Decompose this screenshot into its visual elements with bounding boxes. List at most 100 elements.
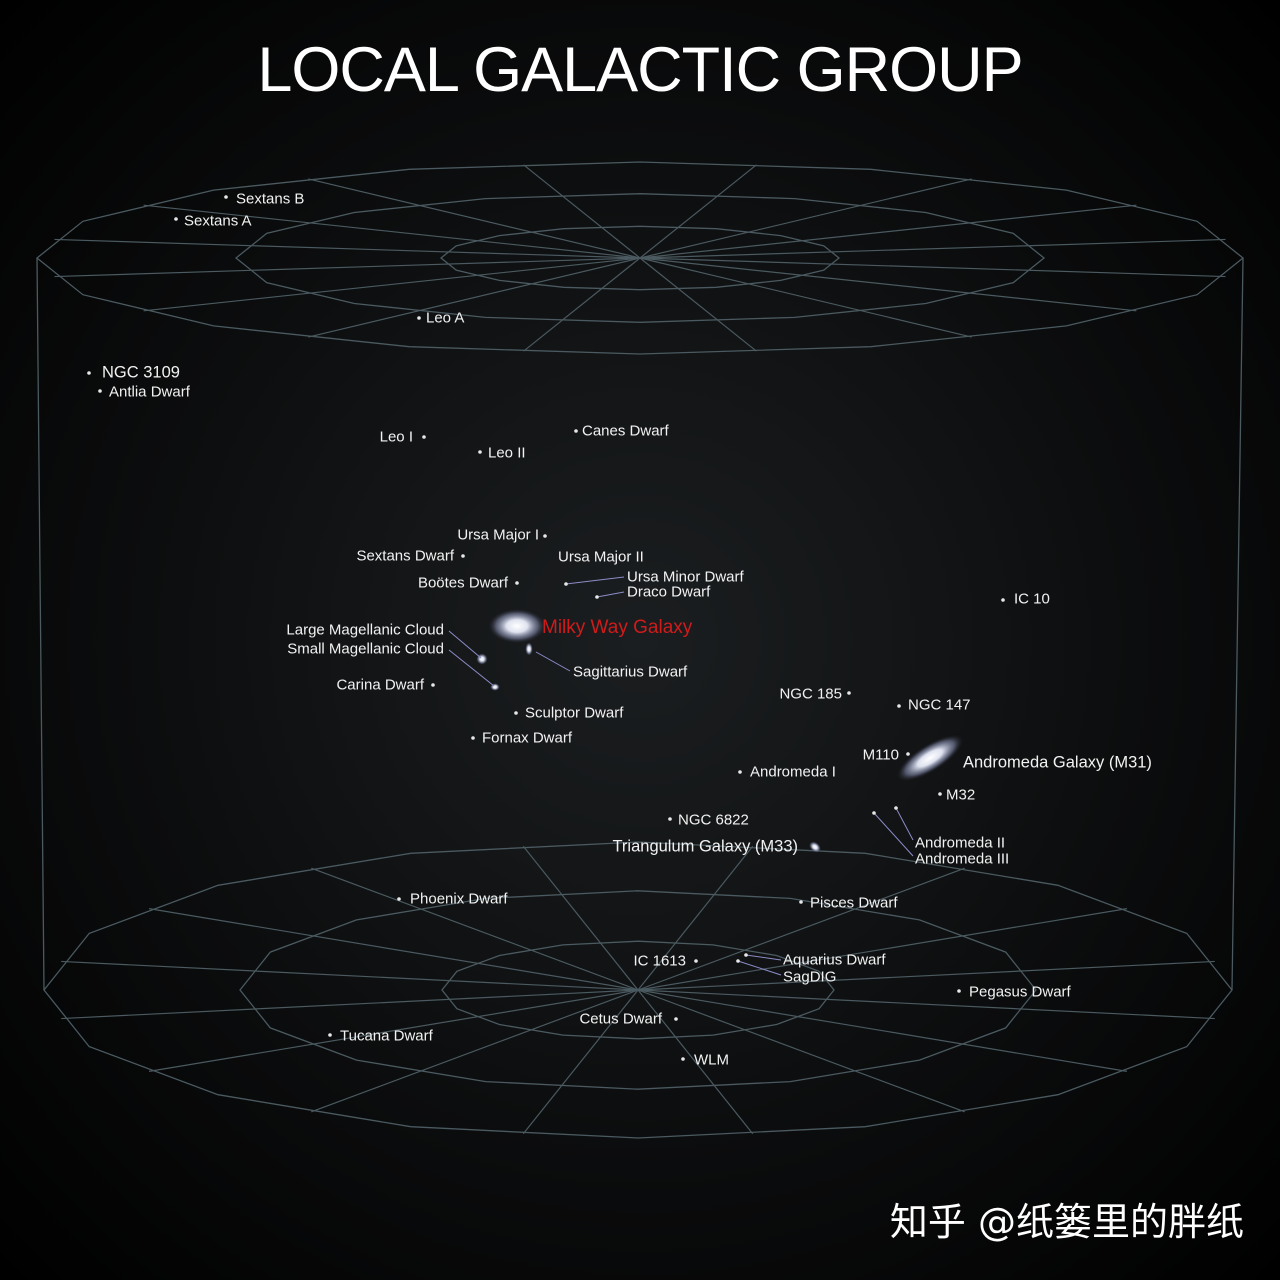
bottom-disk-spoke (522, 845, 639, 991)
aquarius-dwarf-leader-line (745, 954, 782, 961)
andromeda-i-label: Andromeda I (750, 763, 836, 781)
diagram-title: LOCAL GALACTIC GROUP (257, 35, 1023, 105)
carina-dwarf-dot-icon (431, 683, 435, 687)
top-disk-spoke (308, 257, 641, 338)
m32-label: M32 (946, 786, 976, 804)
ic-1613-dot-icon (694, 959, 698, 963)
sculptor-dwarf-label: Sculptor Dwarf (525, 704, 624, 722)
bottom-disk-spoke (637, 989, 1128, 1072)
top-disk-spoke (639, 257, 1226, 278)
bo-tes-dwarf-label: Boötes Dwarf (417, 574, 508, 592)
leo-ii-dot-icon (478, 450, 482, 454)
ngc-3109-dot-icon (87, 371, 91, 375)
sextans-a-label: Sextans A (184, 212, 252, 230)
andromeda-ii-leader-line (895, 807, 914, 841)
tucana-dwarf-dot-icon (328, 1033, 332, 1037)
draco-dwarf-leader-line (596, 591, 625, 598)
small-magellanic-cloud-leader-line (448, 649, 495, 687)
sagittarius-dwarf-label: Sagittarius Dwarf (573, 663, 688, 681)
ursa-minor-dwarf-label: Ursa Minor Dwarf (627, 568, 744, 586)
sagittarius-dwarf-icon (525, 642, 533, 656)
ngc-6822-dot-icon (668, 817, 672, 821)
phoenix-dwarf-dot-icon (397, 897, 401, 901)
draco-dwarf-label: Draco Dwarf (627, 583, 711, 601)
antlia-dwarf-dot-icon (98, 389, 102, 393)
cylinder-left-edge (36, 257, 45, 991)
ngc-147-label: NGC 147 (908, 696, 971, 714)
fornax-dwarf-dot-icon (471, 736, 475, 740)
andromeda-galaxy-icon (895, 733, 965, 783)
triangulum-galaxy-m33-label: Triangulum Galaxy (M33) (612, 837, 798, 856)
ursa-minor-dwarf-leader-line (565, 576, 625, 585)
andromeda-i-dot-icon (738, 770, 742, 774)
ngc-185-label: NGC 185 (779, 685, 842, 703)
sagdig-dot-icon (736, 959, 740, 963)
pisces-dwarf-dot-icon (799, 900, 803, 904)
cetus-dwarf-label: Cetus Dwarf (579, 1010, 662, 1028)
wlm-dot-icon (681, 1057, 685, 1061)
sextans-dwarf-label: Sextans Dwarf (356, 547, 454, 565)
sculptor-dwarf-dot-icon (514, 711, 518, 715)
canes-dwarf-label: Canes Dwarf (582, 422, 669, 440)
large-magellanic-cloud-leader-line (448, 630, 482, 659)
bottom-disk-spoke (637, 908, 1128, 991)
bottom-disk-spoke (311, 989, 639, 1113)
sextans-b-dot-icon (224, 195, 228, 199)
bottom-disk-spoke (148, 908, 639, 991)
top-disk-spoke (639, 204, 1137, 259)
bottom-disk-spoke (637, 867, 965, 991)
leo-a-dot-icon (417, 316, 421, 320)
sextans-b-label: Sextans B (236, 190, 305, 208)
ngc-6822-label: NGC 6822 (678, 811, 749, 829)
pisces-dwarf-label: Pisces Dwarf (810, 894, 898, 912)
m110-dot-icon (906, 752, 910, 756)
large-magellanic-cloud-label: Large Magellanic Cloud (286, 621, 444, 639)
ursa-major-i-dot-icon (543, 534, 547, 538)
m110-label: M110 (862, 746, 899, 764)
top-disk-spoke (308, 178, 641, 259)
bottom-disk-spoke (61, 989, 639, 1020)
top-disk-spoke (639, 257, 757, 352)
andromeda-iii-leader-line (873, 812, 914, 857)
ursa-minor-dwarf-dot-icon (564, 582, 568, 586)
ic-10-dot-icon (1001, 598, 1005, 602)
bottom-disk-spoke (637, 845, 754, 991)
ic-1613-label: IC 1613 (633, 952, 686, 970)
top-disk-spoke (523, 164, 641, 259)
antlia-dwarf-label: Antlia Dwarf (109, 383, 190, 401)
ursa-major-i-label: Ursa Major I (457, 526, 539, 544)
bottom-disk-spoke (148, 989, 639, 1072)
sagdig-leader-line (737, 960, 782, 976)
top-disk-spoke (523, 257, 641, 352)
pegasus-dwarf-label: Pegasus Dwarf (969, 983, 1071, 1001)
top-disk-spoke (639, 164, 757, 259)
leo-a-label: Leo A (426, 309, 465, 327)
bottom-disk-ring-1 (239, 890, 1037, 1090)
m32-dot-icon (938, 792, 942, 796)
andromeda-iii-dot-icon (872, 811, 876, 815)
wlm-label: WLM (694, 1051, 729, 1069)
triangulum-galaxy-icon (808, 841, 822, 853)
canes-dwarf-dot-icon (574, 429, 578, 433)
andromeda-ii-label: Andromeda II (915, 834, 1006, 852)
bottom-disk-spoke (637, 989, 965, 1113)
sagittarius-dwarf-leader-line (535, 651, 571, 672)
aquarius-dwarf-dot-icon (744, 953, 748, 957)
top-disk-spoke (639, 257, 972, 338)
carina-dwarf-label: Carina Dwarf (336, 676, 424, 694)
sextans-dwarf-dot-icon (461, 554, 465, 558)
bottom-disk-spoke (522, 989, 639, 1135)
leo-i-label: Leo I (379, 428, 413, 446)
andromeda-ii-dot-icon (894, 806, 898, 810)
andromeda-galaxy-m31-label: Andromeda Galaxy (M31) (963, 753, 1152, 772)
watermark: 知乎 @纸篓里的胖纸 (889, 1200, 1244, 1244)
pegasus-dwarf-dot-icon (957, 989, 961, 993)
ngc-147-dot-icon (897, 704, 901, 708)
top-disk-ring-2 (439, 225, 841, 291)
top-disk-spoke (54, 257, 641, 278)
bottom-disk-spoke (637, 960, 1215, 991)
bottom-disk-ring-2 (441, 940, 835, 1040)
cetus-dwarf-dot-icon (674, 1017, 678, 1021)
